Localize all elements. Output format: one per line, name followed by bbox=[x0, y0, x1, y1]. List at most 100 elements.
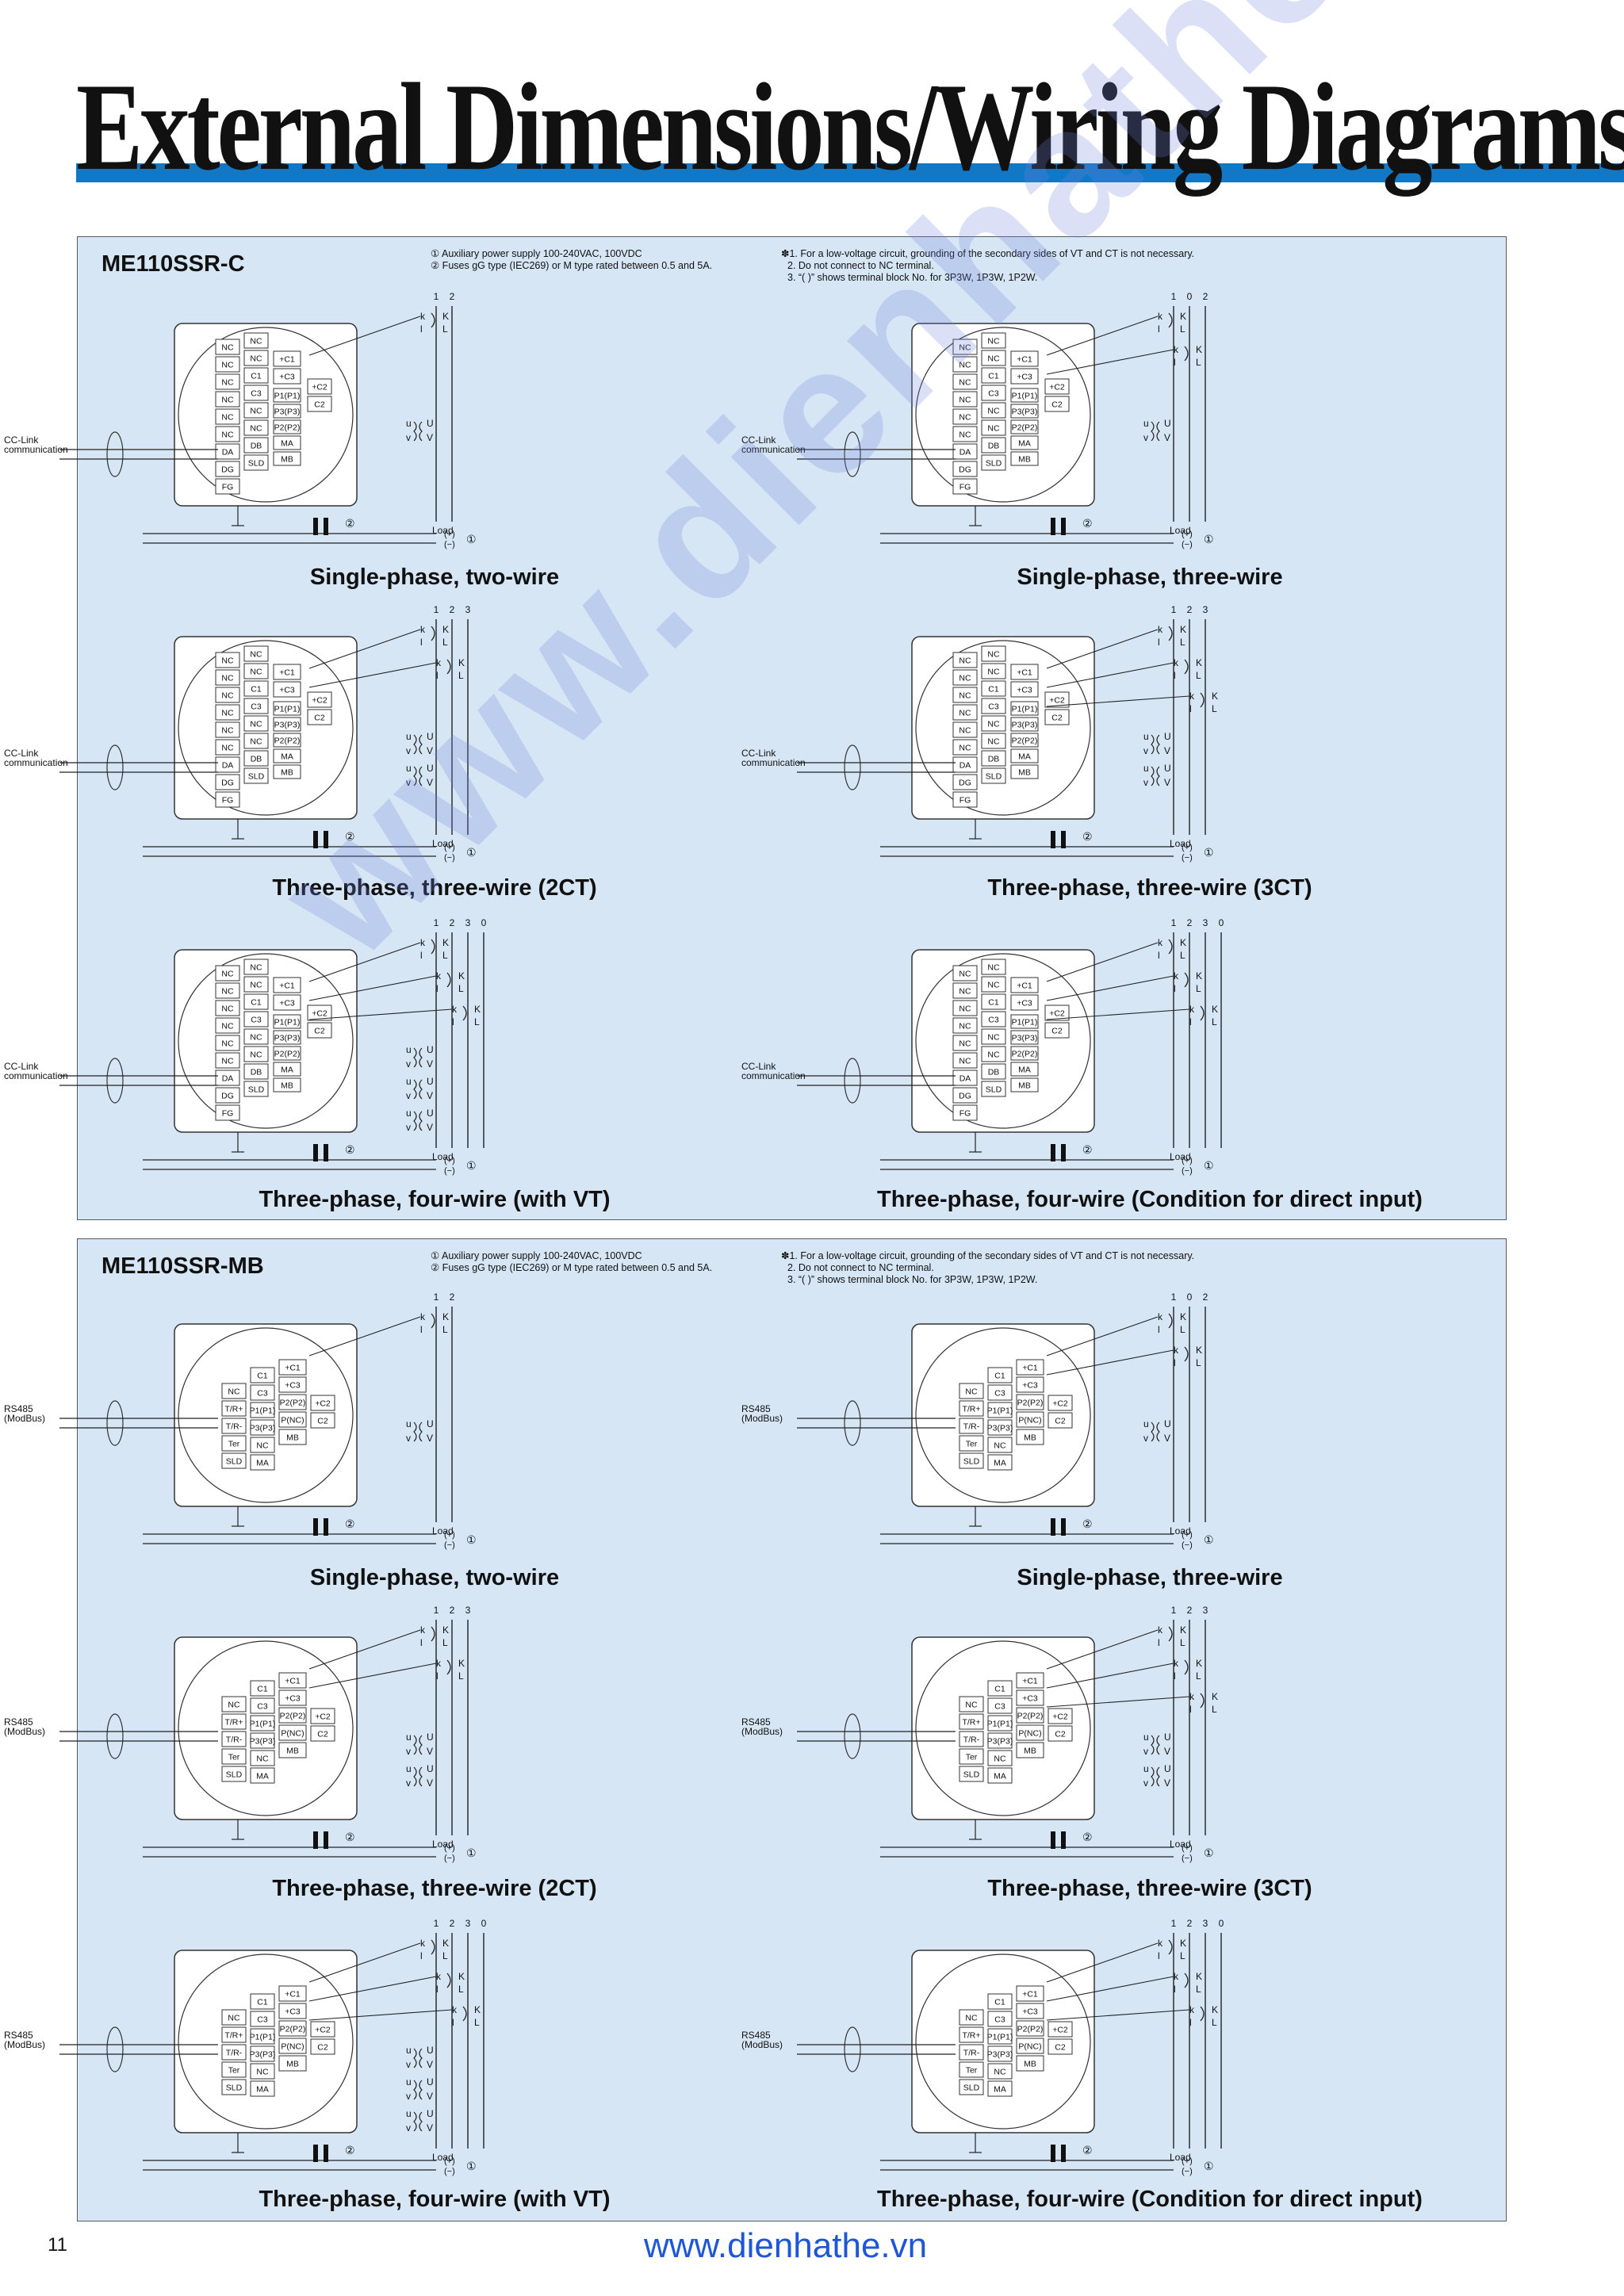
vt-label: u bbox=[406, 763, 412, 774]
phase-label: 1 bbox=[434, 604, 439, 615]
cable-end bbox=[106, 1400, 124, 1446]
phase-label: 0 bbox=[1187, 1292, 1193, 1303]
vt-symbol bbox=[413, 1766, 417, 1787]
terminal-label: C1 bbox=[994, 1998, 1005, 2007]
terminal-label: P(NC) bbox=[1018, 2042, 1041, 2052]
vt-label: U bbox=[427, 731, 434, 742]
terminal-label: FG bbox=[222, 796, 234, 806]
terminal-label: P2(P2) bbox=[1017, 1712, 1044, 1721]
terminal bbox=[952, 739, 978, 756]
wire bbox=[308, 942, 421, 982]
terminal bbox=[987, 1402, 1013, 1418]
ct-label: L bbox=[1212, 1016, 1217, 1027]
terminal-label: NC bbox=[959, 744, 971, 753]
ct-label: l bbox=[436, 983, 439, 994]
terminal bbox=[981, 1046, 1006, 1062]
terminal-label: +C1 bbox=[1017, 668, 1032, 678]
supply-label: (−) bbox=[444, 1166, 455, 1176]
vt-label: U bbox=[427, 2076, 434, 2087]
vt-symbol bbox=[413, 1422, 417, 1442]
cable-end bbox=[844, 1400, 861, 1446]
vt-symbol bbox=[413, 2080, 417, 2100]
terminal bbox=[987, 1715, 1013, 1732]
terminal-label: MB bbox=[1024, 2060, 1036, 2069]
terminal bbox=[215, 1070, 240, 1086]
terminal bbox=[250, 2011, 275, 2027]
terminal bbox=[987, 1993, 1013, 2010]
terminal bbox=[250, 1732, 275, 1749]
supply-label: (+) bbox=[444, 843, 455, 852]
ct-label: K bbox=[1212, 1691, 1218, 1702]
terminal-label: NC bbox=[221, 744, 234, 753]
terminal bbox=[250, 1402, 275, 1418]
terminal-label: Ter bbox=[228, 1753, 240, 1762]
terminal bbox=[221, 1383, 247, 1399]
ct-symbol bbox=[1200, 2006, 1205, 2022]
wiring-diagram: NCT/R+T/R-TerSLDC1C3P1(P1)P3(P3)NCMA+C1+… bbox=[741, 1292, 1214, 1550]
ct-label: L bbox=[1196, 357, 1201, 368]
terminal bbox=[952, 391, 978, 408]
terminal bbox=[215, 408, 240, 425]
ct-label: l bbox=[1158, 1637, 1160, 1648]
terminal bbox=[1010, 388, 1039, 403]
terminal-label: +C3 bbox=[1017, 373, 1032, 382]
terminal bbox=[981, 993, 1006, 1010]
vt-label: v bbox=[1143, 432, 1148, 443]
supply-label: (+) bbox=[444, 1156, 455, 1165]
note-line: ✽1. For a low-voltage circuit, grounding… bbox=[781, 1250, 1195, 1261]
vt-label: U bbox=[1164, 1732, 1171, 1743]
fuse bbox=[1061, 518, 1066, 535]
terminal-label: NC bbox=[221, 674, 234, 683]
terminal-label: P3(P3) bbox=[987, 2050, 1013, 2060]
diagram-caption: Three-phase, three-wire (3CT) bbox=[987, 1876, 1312, 1901]
terminal bbox=[273, 388, 301, 403]
vt-label: v bbox=[406, 1746, 411, 1757]
ct-label: K bbox=[1180, 1311, 1186, 1322]
terminal bbox=[278, 2020, 307, 2037]
terminal-label: DA bbox=[222, 761, 234, 771]
terminal-label: P(NC) bbox=[281, 1416, 304, 1425]
comm-label: (ModBus) bbox=[741, 1726, 783, 1737]
terminal bbox=[250, 1993, 275, 2010]
terminal bbox=[250, 1437, 275, 1453]
terminal-label: NC bbox=[959, 656, 971, 666]
vt-label: U bbox=[1164, 1418, 1171, 1429]
ct-symbol bbox=[1168, 626, 1173, 641]
ct-label: L bbox=[1180, 1637, 1185, 1648]
terminal bbox=[959, 1418, 984, 1434]
phase-label: 3 bbox=[1203, 1918, 1208, 1929]
terminal-label: MA bbox=[994, 1772, 1006, 1781]
ct-label: k bbox=[1158, 1311, 1163, 1322]
terminal-label: NC bbox=[994, 1441, 1006, 1451]
terminal bbox=[1010, 733, 1039, 748]
vt-label: U bbox=[427, 418, 434, 429]
comm-label: RS485 bbox=[4, 2030, 33, 2041]
terminal-label: +C1 bbox=[1022, 1990, 1038, 1999]
terminal-label: +C3 bbox=[279, 686, 295, 695]
terminal-label: +C1 bbox=[1017, 982, 1032, 991]
ct-label: K bbox=[1212, 2004, 1218, 2015]
terminal bbox=[250, 2028, 275, 2045]
diagram-caption: Three-phase, four-wire (Condition for di… bbox=[877, 2187, 1423, 2212]
terminal-label: P1(P1) bbox=[987, 1720, 1013, 1729]
fuse-marker: ② bbox=[345, 1143, 355, 1156]
terminal-label: NC bbox=[250, 963, 262, 973]
terminal bbox=[243, 350, 269, 366]
terminal-label: NC bbox=[250, 1033, 262, 1043]
terminal-label: NC bbox=[221, 709, 234, 718]
ct-label: k bbox=[1158, 937, 1163, 948]
terminal-label: C2 bbox=[317, 1730, 328, 1739]
terminal bbox=[215, 982, 240, 999]
fuse bbox=[324, 1144, 328, 1161]
fuse-marker: ② bbox=[1082, 830, 1093, 843]
footer-website-link[interactable]: www.dienhathe.vn bbox=[644, 2226, 928, 2265]
terminal-label: +C1 bbox=[1017, 355, 1032, 365]
terminal-label: SLD bbox=[248, 772, 265, 782]
ct-label: k bbox=[1174, 1658, 1179, 1669]
terminal-label: P2(P2) bbox=[280, 1399, 306, 1408]
terminal bbox=[987, 2080, 1013, 2097]
terminal-label: MA bbox=[256, 1459, 269, 1468]
terminal-label: NC bbox=[221, 1057, 234, 1066]
wiring-diagram: NCT/R+T/R-TerSLDC1C3P1(P1)P3(P3)NCMA+C1+… bbox=[4, 1292, 477, 1550]
wire bbox=[308, 1008, 453, 1020]
